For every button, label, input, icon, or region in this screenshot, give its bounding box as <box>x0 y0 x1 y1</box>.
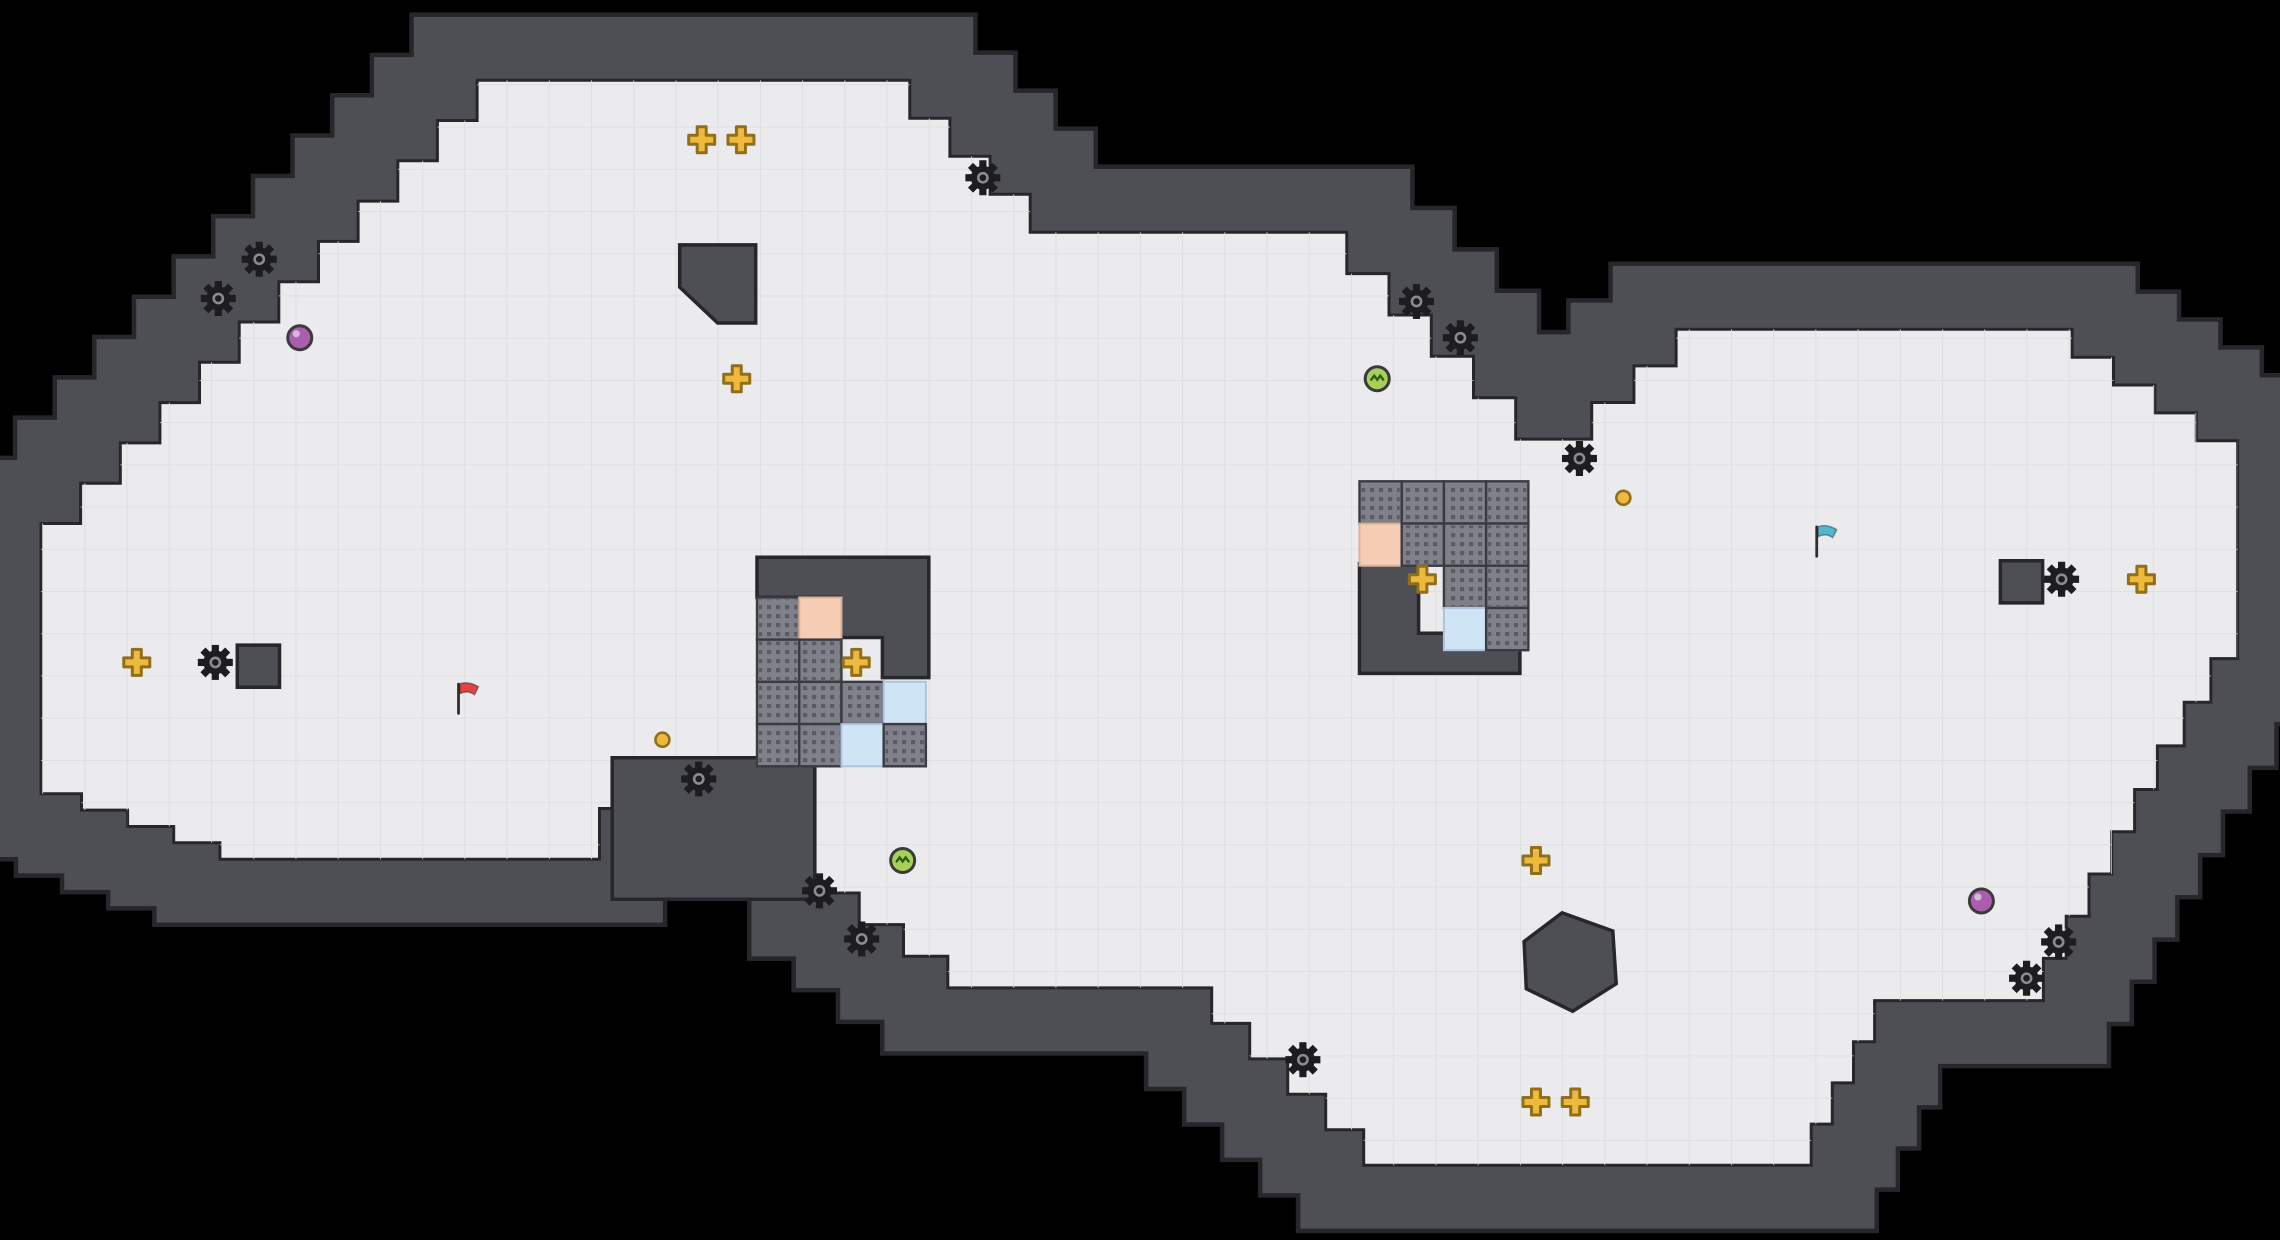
ice-block <box>1442 606 1488 652</box>
saw-gear-icon <box>2009 960 2045 996</box>
gold-cross-pickup-icon[interactable] <box>1407 564 1437 594</box>
mesh-block-texture <box>1445 483 1485 522</box>
block-cluster-west <box>755 596 928 768</box>
gold-cross-pickup-icon[interactable] <box>1560 1087 1590 1117</box>
saw-gear-icon <box>1285 1042 1321 1078</box>
ice-block <box>882 680 927 726</box>
coin-dot-icon[interactable] <box>654 731 671 748</box>
hexagon-obstacle <box>1522 910 1619 1014</box>
floor-grid <box>41 80 2238 1166</box>
ice-block <box>840 723 885 768</box>
saw-gear-icon <box>844 921 880 957</box>
square-obstacle-west <box>235 643 282 690</box>
mesh-block-texture <box>759 599 798 638</box>
teal-flag-icon[interactable] <box>1815 524 1838 558</box>
purple-orb-southeast-icon[interactable] <box>1967 887 1995 915</box>
mesh-block-texture <box>1445 567 1485 606</box>
saw-gear-icon <box>2041 924 2077 960</box>
saw-gear-icon <box>200 280 236 316</box>
mesh-block-texture <box>843 683 882 723</box>
mesh-block-texture <box>1488 609 1527 649</box>
saw-gear-icon <box>1398 283 1434 319</box>
mesh-block-texture <box>1403 483 1442 522</box>
mesh-block-texture <box>1488 483 1527 522</box>
saw-gear-icon <box>1561 441 1597 477</box>
mesh-block-texture <box>801 683 840 723</box>
mesh-block-texture <box>885 726 924 765</box>
mesh-block-texture <box>759 726 798 765</box>
mesh-block-texture <box>759 641 798 680</box>
square-obstacle-east <box>1998 558 2045 605</box>
saw-gear-icon <box>1442 320 1478 356</box>
purple-orb-northwest-icon[interactable] <box>286 324 314 352</box>
gold-cross-pickup-icon[interactable] <box>1521 1087 1551 1117</box>
green-orb-south-icon[interactable] <box>889 846 917 874</box>
mesh-block-texture <box>801 726 840 765</box>
saw-gear-icon <box>965 160 1001 196</box>
gold-cross-pickup-icon[interactable] <box>2126 564 2156 594</box>
green-orb-north-icon[interactable] <box>1363 365 1391 393</box>
mesh-block-texture <box>1488 567 1527 606</box>
saw-gear-icon <box>197 644 233 680</box>
mesh-block-texture <box>759 683 798 723</box>
mesh-block-texture <box>1488 525 1527 564</box>
saw-gear-icon <box>241 241 277 277</box>
saw-gear-icon <box>801 873 837 909</box>
gold-cross-pickup-icon[interactable] <box>122 647 152 677</box>
red-flag-icon[interactable] <box>457 682 480 715</box>
gold-cross-pickup-icon[interactable] <box>687 125 717 155</box>
peach-block <box>1358 522 1403 567</box>
gold-cross-pickup-icon[interactable] <box>722 364 752 394</box>
mesh-block-texture <box>1361 483 1400 522</box>
coin-dot-icon[interactable] <box>1615 489 1632 507</box>
gold-cross-pickup-icon[interactable] <box>1521 845 1551 875</box>
gold-cross-pickup-icon[interactable] <box>841 647 871 677</box>
mesh-block-texture <box>1403 525 1442 564</box>
mesh-block-texture <box>801 641 840 680</box>
pentagon-obstacle <box>677 243 758 325</box>
saw-gear-icon <box>2044 561 2080 597</box>
gold-cross-pickup-icon[interactable] <box>726 125 756 155</box>
peach-block <box>798 596 843 641</box>
mesh-block-texture <box>1445 525 1485 564</box>
saw-gear-icon <box>681 761 717 797</box>
